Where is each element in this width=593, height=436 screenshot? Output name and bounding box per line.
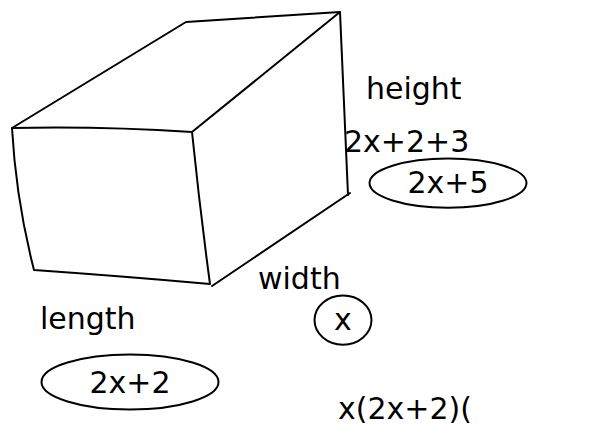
handwritten-label: 2x+2+3: [344, 125, 469, 158]
ellipse-stroke: [42, 355, 219, 410]
top-face: [12, 12, 340, 132]
expression-text: 2x+2: [89, 366, 170, 399]
handwritten-label: x(2x+2)(: [338, 392, 472, 425]
handwritten-label: length: [40, 302, 136, 335]
back-edge: [340, 12, 348, 195]
circled-answer: 2x+5: [368, 157, 528, 209]
circled-answer: x: [313, 294, 373, 346]
ellipse-stroke: [315, 295, 372, 344]
expression-text: 2x+5: [407, 166, 488, 199]
front-face: [12, 128, 210, 285]
ellipse-stroke: [370, 158, 527, 207]
handwritten-label: width: [258, 262, 341, 295]
expression-text: x: [334, 303, 352, 336]
handwritten-label: height: [366, 72, 462, 105]
circled-answer: 2x+2: [40, 353, 220, 411]
